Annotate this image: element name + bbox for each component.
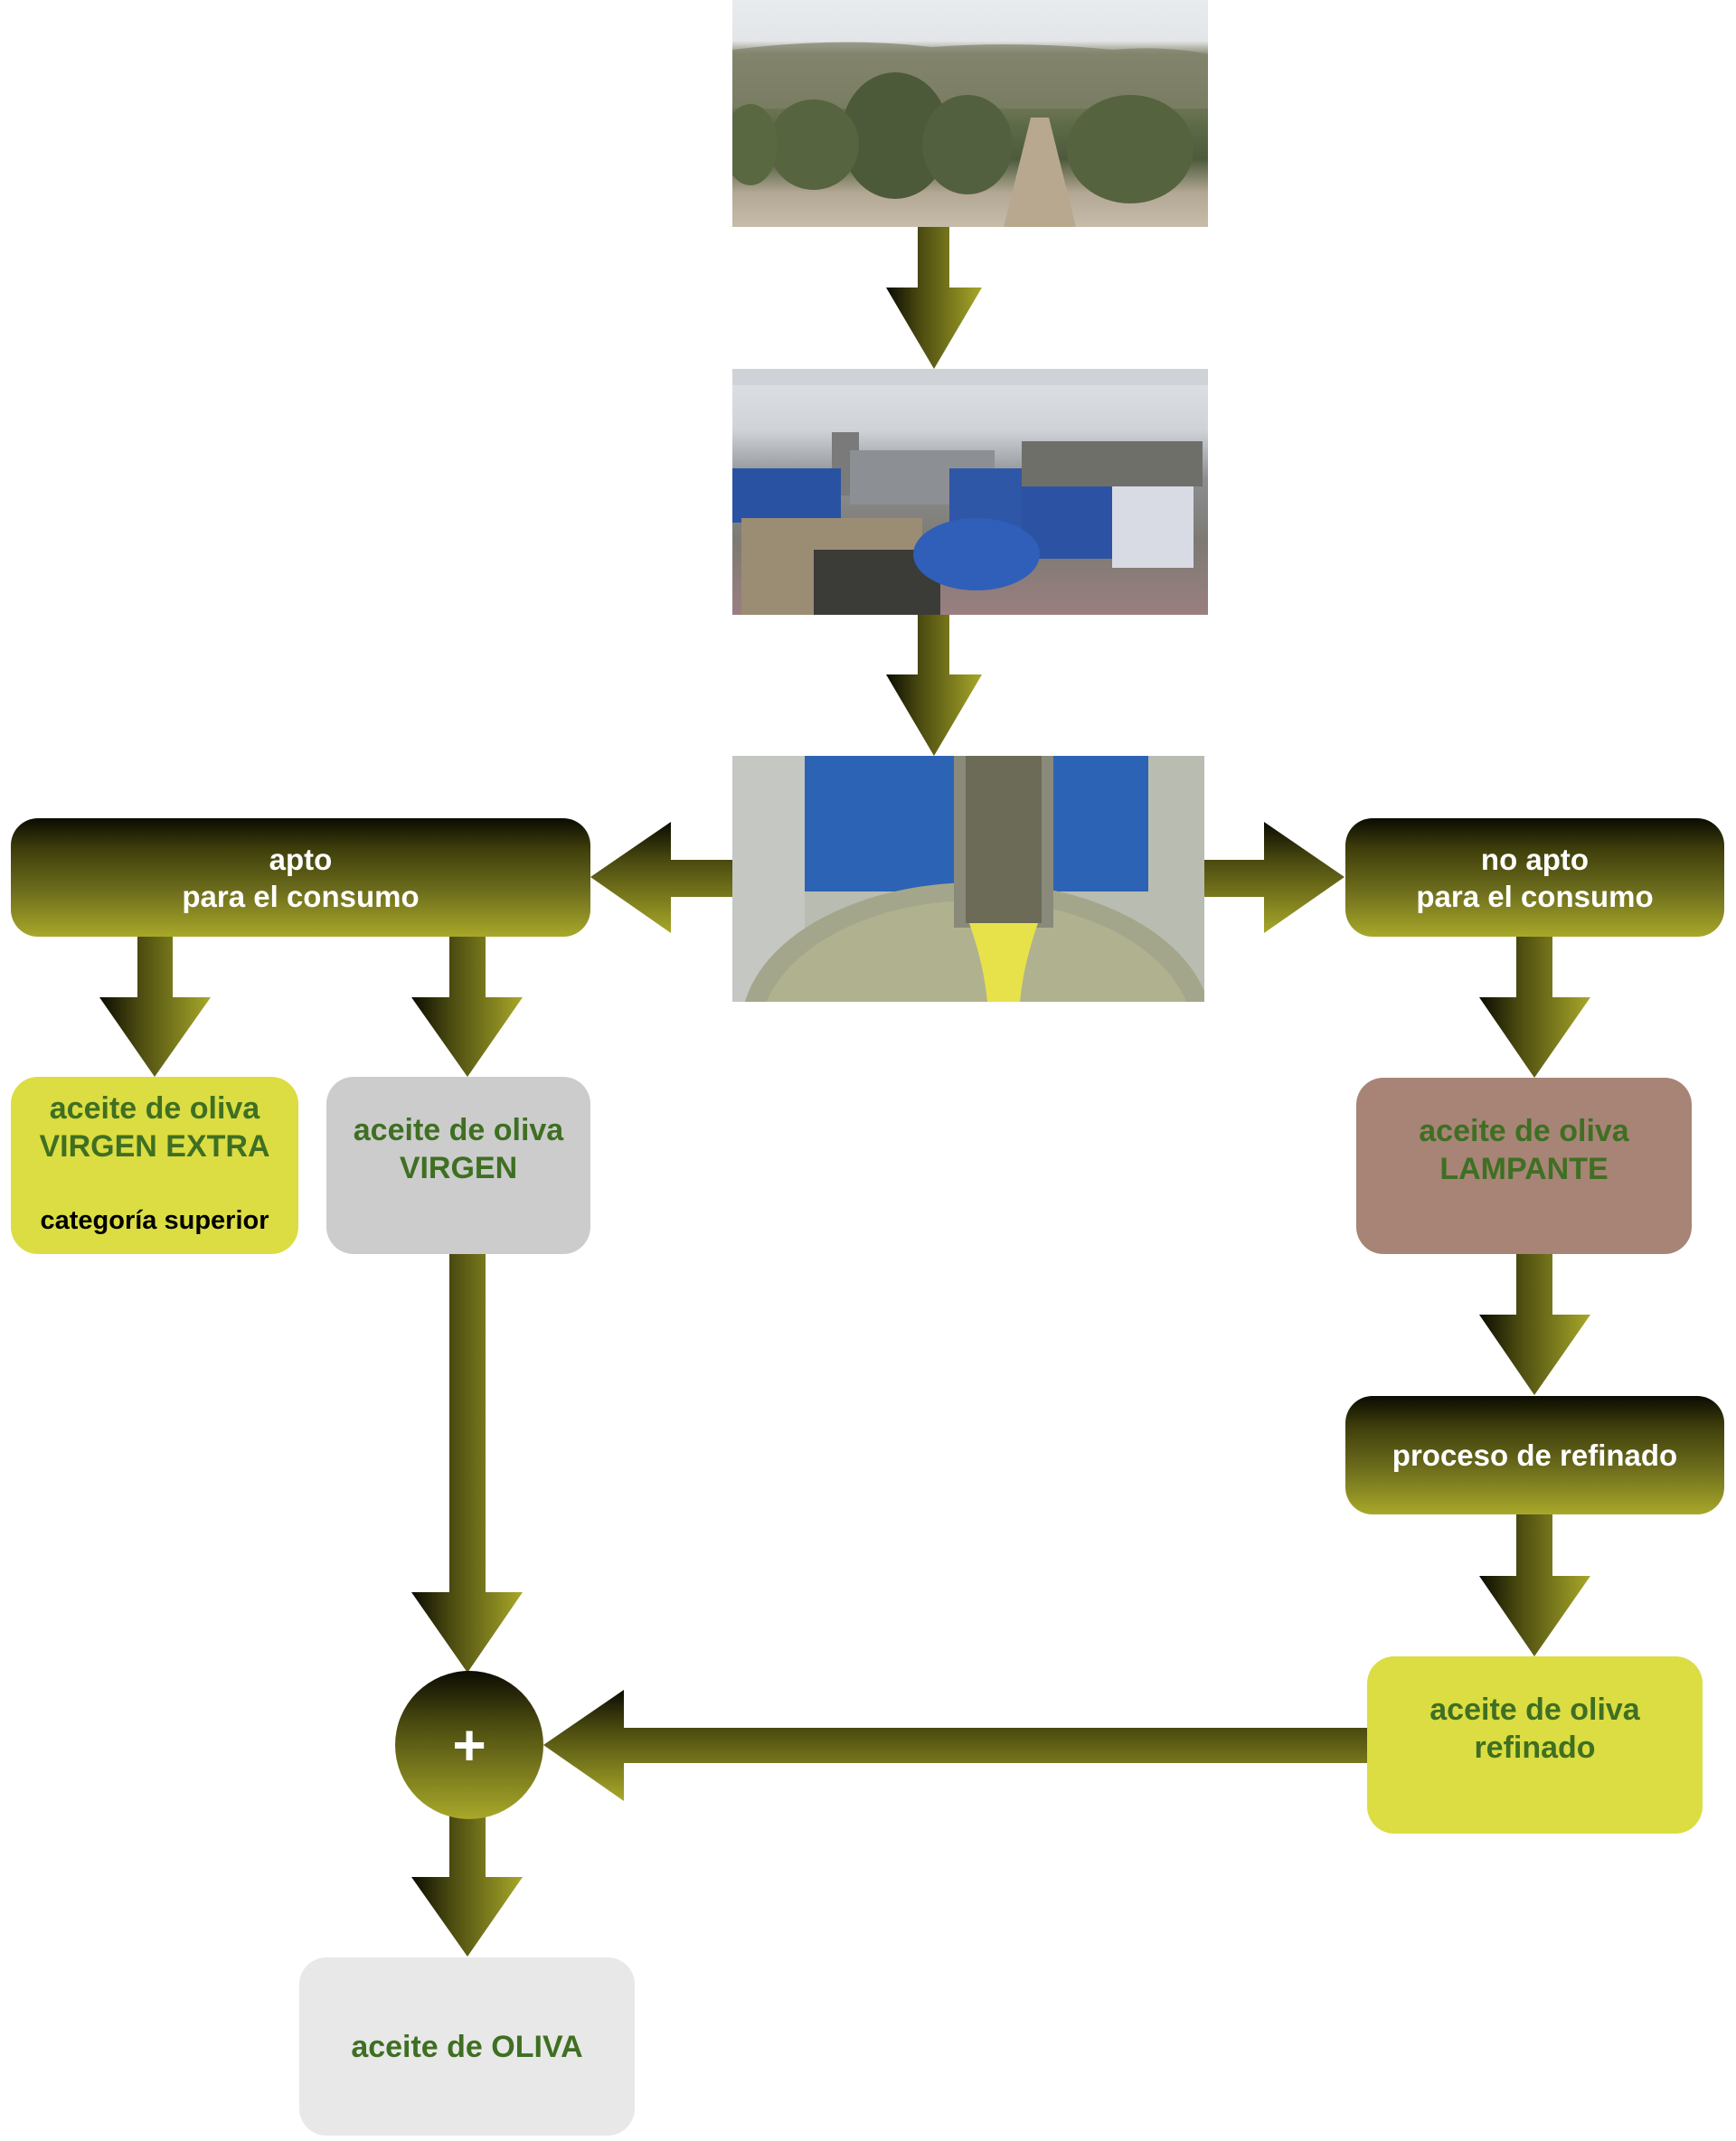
olive-grove-photo [732,0,1208,227]
apto-box: apto para el consumo [11,818,590,937]
lampante-box: aceite de oliva LAMPANTE [1356,1078,1692,1254]
no-apto-line1: no apto [1480,842,1590,876]
refined-line2: refinado [1474,1731,1596,1765]
apto-line1: apto [269,842,333,876]
arrow-mill-to-extraction [886,615,982,756]
olive-oil-label: aceite de OLIVA [351,2029,583,2064]
virgen-extra-box: aceite de oliva VIRGEN EXTRA categoría s… [11,1077,298,1254]
arrow-extraction-to-no-apto [1204,822,1344,933]
virgen-line1: aceite de oliva [353,1113,564,1147]
arrow-mix-to-oliva [411,1816,523,1957]
arrow-apto-to-virgen-extra [99,937,211,1077]
virgen-extra-line2: VIRGEN EXTRA [39,1129,270,1164]
refining-process-box: proceso de refinado [1345,1396,1724,1514]
arrow-grove-to-mill [886,227,982,369]
mill-machinery-photo [732,369,1208,615]
virgen-extra-line1: aceite de oliva [49,1091,260,1126]
olive-oil-box: aceite de OLIVA [299,1957,635,2136]
refined-line1: aceite de oliva [1429,1693,1640,1727]
no-apto-box: no apto para el consumo [1345,818,1724,937]
arrow-virgen-to-mix [411,1254,523,1673]
arrow-apto-to-virgen [411,937,523,1077]
virgen-extra-note: categoría superior [40,1206,269,1235]
arrow-no-apto-to-lampante [1479,937,1590,1078]
arrow-refined-to-mix [543,1690,1367,1801]
oil-extraction-photo [732,756,1204,1002]
virgen-box: aceite de oliva VIRGEN [326,1077,590,1254]
no-apto-line2: para el consumo [1416,879,1654,913]
mix-node [395,1671,543,1819]
lampante-line2: LAMPANTE [1439,1151,1609,1186]
plus-icon: + [452,1712,486,1778]
virgen-line2: VIRGEN [399,1151,518,1185]
arrow-refining-to-refined [1479,1514,1590,1656]
apto-line2: para el consumo [182,879,420,913]
refining-process-label: proceso de refinado [1392,1438,1678,1472]
arrow-extraction-to-apto [590,822,732,933]
arrow-lampante-to-refining [1479,1254,1590,1395]
refined-oil-box: aceite de oliva refinado [1367,1656,1703,1834]
lampante-line1: aceite de oliva [1419,1113,1629,1148]
